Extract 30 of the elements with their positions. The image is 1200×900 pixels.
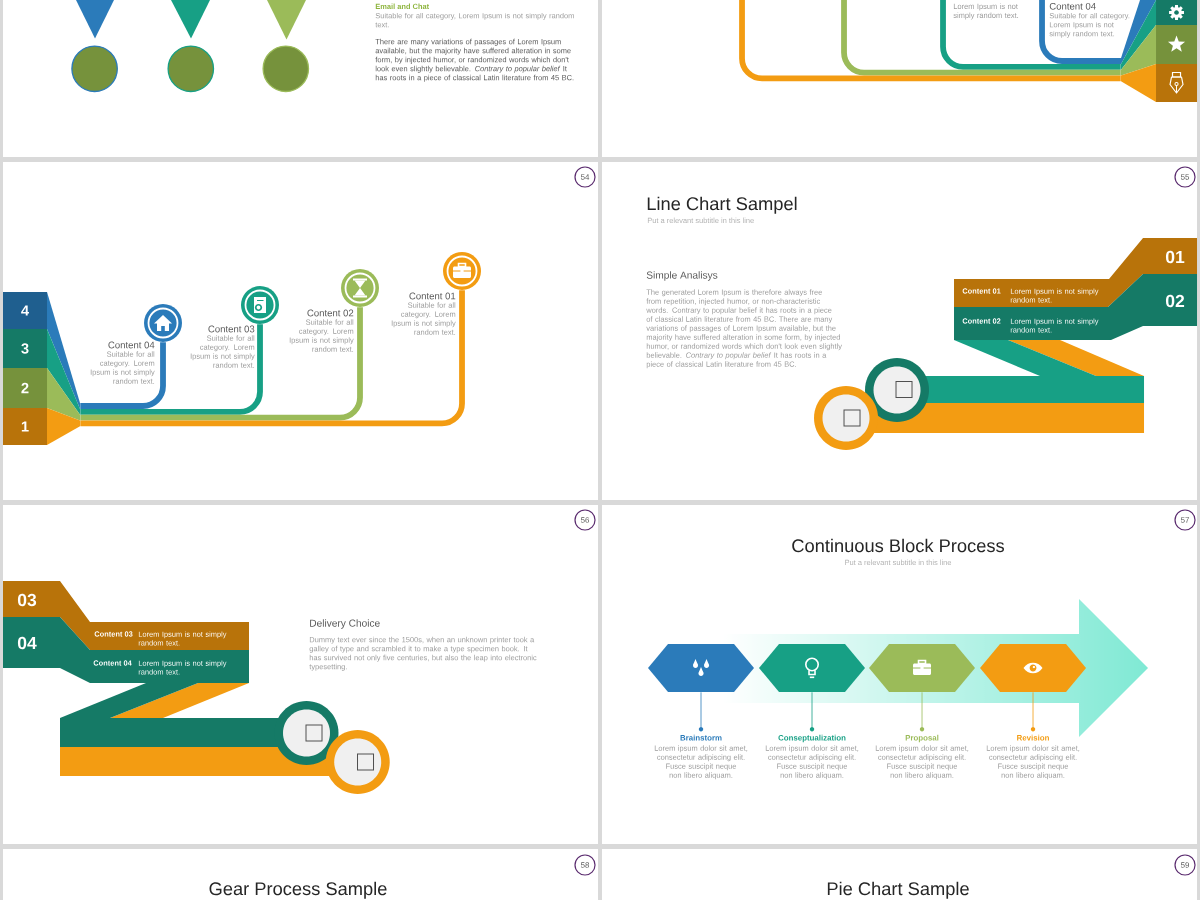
content-title: Content 01 [409,292,456,300]
number-band: 1 [3,408,80,445]
slide-title: Gear Process Sample [209,881,387,899]
connector-line [739,0,1121,82]
connector-line [80,307,363,421]
node-label: 4 [21,305,30,316]
leader-line [921,691,923,728]
section-heading: Delivery Choice [310,619,380,629]
content-title: Content 04 [108,341,155,349]
connector-line [80,324,263,415]
ribbon-number: 02 [1165,294,1185,308]
connector-line [80,342,166,409]
node-label: 3 [21,343,29,354]
connector-line [940,0,1121,70]
content-title: Content 03 [208,325,255,333]
section-heading: Simple Analisys [646,271,718,281]
connector-line [80,290,465,427]
ribbon-number: 01 [1165,250,1185,264]
leader-line [1032,691,1034,728]
slide-title: Line Chart Sampel [647,196,797,214]
ribbon-number: 03 [17,593,37,607]
leader-line [700,691,702,728]
content-title: Content 02 [307,309,354,317]
leader-line [811,691,813,728]
ribbon-number: 04 [17,636,37,650]
slide-title: Continuous Block Process [792,538,1004,553]
connector-line [841,0,1121,76]
content-title: Content 04 [1049,2,1096,10]
slide-title: Pie Chart Sample [827,881,969,899]
number-band: 2 [3,368,80,421]
